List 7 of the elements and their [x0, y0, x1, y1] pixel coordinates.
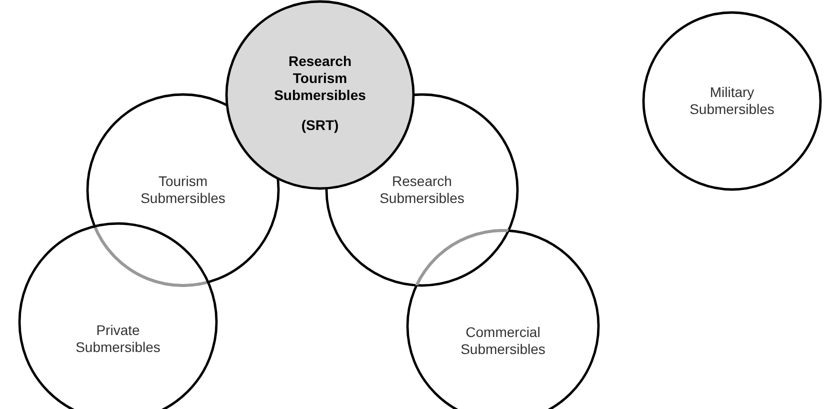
- circle-label: Tourism Submersibles: [140, 173, 226, 207]
- circle-label: Research Submersibles: [378, 173, 466, 207]
- circle-label: Military Submersibles: [688, 84, 776, 118]
- circle-label: (SRT): [300, 117, 340, 134]
- circle-label: Commercial Submersibles: [460, 324, 546, 358]
- circle-label: Research Tourism Submersibles: [273, 53, 367, 104]
- circle-label: Private Submersibles: [74, 322, 162, 356]
